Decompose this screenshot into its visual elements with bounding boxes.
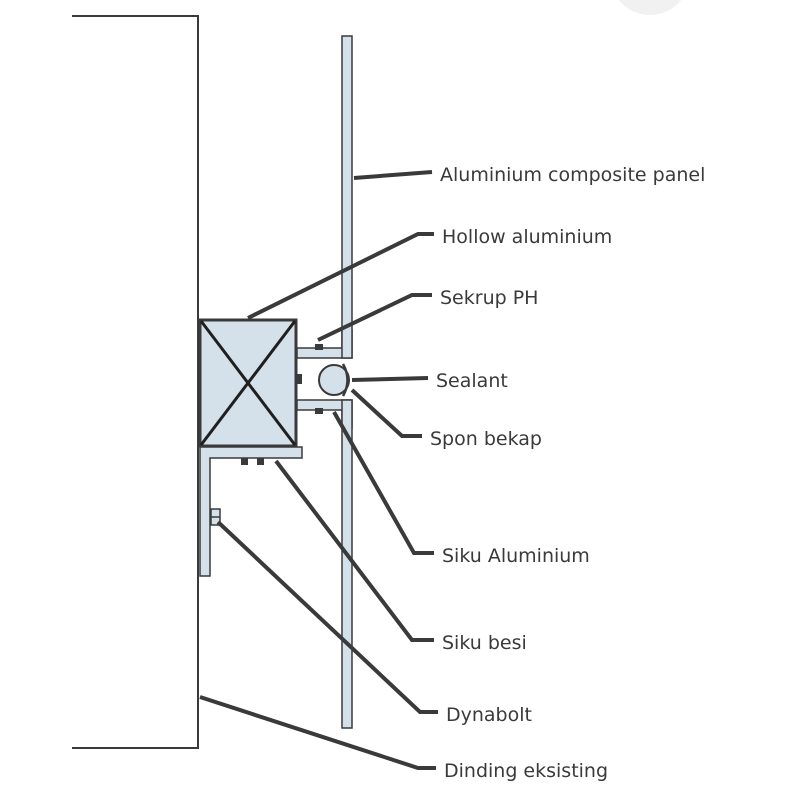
leader-spon-bekap bbox=[350, 388, 422, 438]
label-siku-aluminium: Siku Aluminium bbox=[442, 545, 590, 567]
hollow-cross-b bbox=[199, 320, 297, 446]
screw-side-icon bbox=[297, 374, 302, 384]
leader-dinding-eksisting bbox=[199, 695, 436, 770]
label-spon-bekap: Spon bekap bbox=[430, 428, 542, 450]
bolt-right-icon bbox=[257, 458, 264, 465]
label-siku-besi: Siku besi bbox=[442, 632, 527, 654]
leader-siku-aluminium bbox=[332, 411, 434, 555]
sealant-bead bbox=[341, 363, 349, 397]
bolt-left-icon bbox=[241, 458, 248, 465]
leader-sekrup-ph bbox=[317, 293, 432, 342]
label-dynabolt: Dynabolt bbox=[446, 704, 532, 726]
leader-dynabolt bbox=[216, 520, 438, 714]
corner-artifact bbox=[618, 0, 682, 15]
screw-bottom-icon bbox=[315, 408, 323, 414]
leader-sealant bbox=[351, 376, 429, 382]
existing-wall bbox=[72, 15, 199, 749]
leader-hollow-aluminium bbox=[247, 232, 434, 320]
steel-angle bbox=[199, 446, 303, 577]
label-aluminium-composite-panel: Aluminium composite panel bbox=[440, 164, 705, 186]
composite-panel-upper bbox=[341, 35, 353, 359]
label-sekrup-ph: Sekrup PH bbox=[440, 287, 538, 309]
label-dinding-eksisting: Dinding eksisting bbox=[444, 760, 608, 782]
label-sealant: Sealant bbox=[436, 370, 508, 392]
label-hollow-aluminium: Hollow aluminium bbox=[442, 226, 612, 248]
composite-panel-lower bbox=[341, 399, 353, 729]
leader-composite-panel bbox=[353, 170, 433, 180]
backer-rod bbox=[318, 364, 350, 396]
screw-top-icon bbox=[315, 344, 323, 350]
leader-siku-besi bbox=[274, 459, 434, 642]
